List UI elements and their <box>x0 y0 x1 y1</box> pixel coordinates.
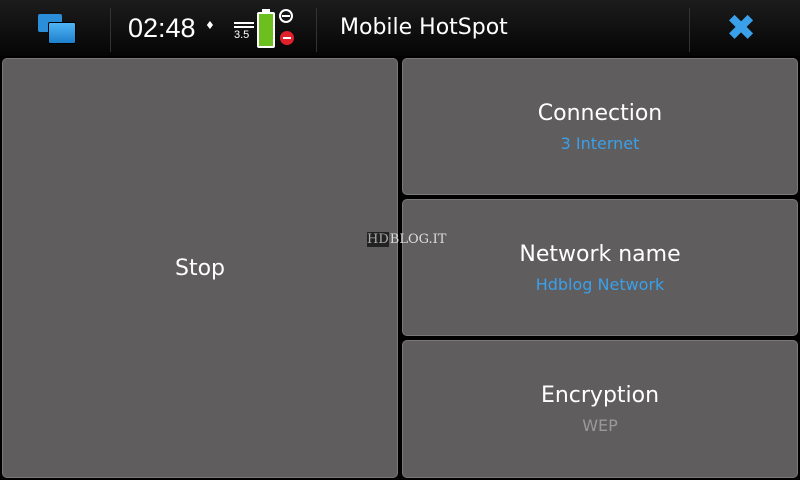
alarm-icon: ♦ <box>205 19 215 32</box>
clock[interactable]: 02:48 <box>128 13 196 43</box>
encryption-setting[interactable]: Encryption WEP <box>402 340 798 478</box>
setting-label: Network name <box>519 241 681 267</box>
battery-icon <box>257 9 275 48</box>
divider <box>110 8 111 52</box>
network-name-setting[interactable]: Network name Hdblog Network <box>402 199 798 336</box>
offline-icon <box>280 31 294 45</box>
connectivity-icon <box>279 9 293 23</box>
watermark-text: BLOG.IT <box>389 232 447 247</box>
stop-button[interactable]: Stop <box>2 58 398 478</box>
page-title: Mobile HotSpot <box>340 15 508 40</box>
divider <box>689 8 690 52</box>
watermark-prefix: HD <box>367 232 389 247</box>
setting-value: Hdblog Network <box>535 274 665 294</box>
network-type: 3.5 <box>234 29 250 41</box>
status-bar: 02:48 ♦ 3.5 Mobile HotSpot ✖ <box>0 0 800 56</box>
setting-value: WEP <box>582 416 618 435</box>
divider <box>316 8 317 52</box>
setting-value: 3 Internet <box>560 133 640 153</box>
connection-setting[interactable]: Connection 3 Internet <box>402 58 798 195</box>
close-icon[interactable]: ✖ <box>726 8 757 49</box>
stop-label: Stop <box>174 256 225 281</box>
network-signal-icon: 3.5 <box>234 22 254 41</box>
setting-label: Connection <box>537 100 663 126</box>
setting-label: Encryption <box>540 383 660 408</box>
task-switcher-icon[interactable] <box>38 14 76 44</box>
